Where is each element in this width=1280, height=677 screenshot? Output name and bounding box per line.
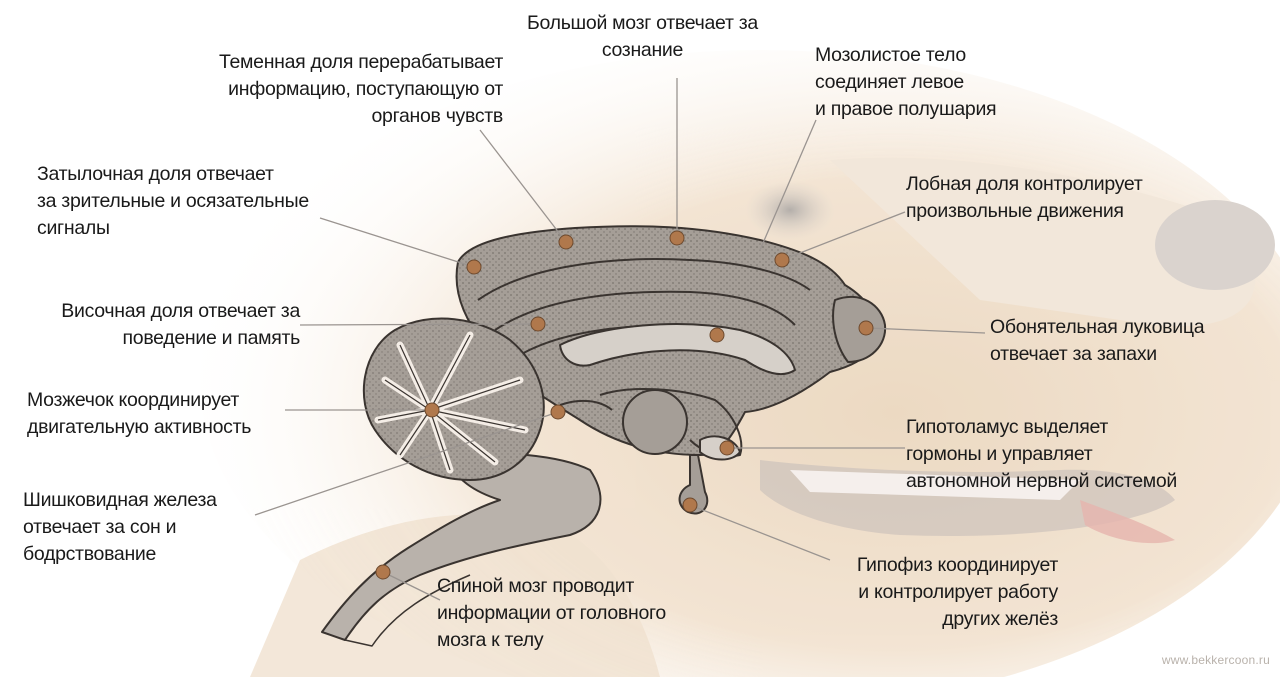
label-line: гормоны и управляет xyxy=(906,443,1093,465)
markers xyxy=(375,230,874,580)
label-line: Гипофиз координирует xyxy=(856,554,1058,576)
marker-hypothalamus xyxy=(719,440,735,456)
label-line: отвечает за запахи xyxy=(990,343,1157,365)
label-line: Лобная доля контролирует xyxy=(906,173,1143,195)
label-cerebrum: Большой мозг отвечает за сознание xyxy=(527,10,758,64)
watermark: www.bekkercoon.ru xyxy=(1161,653,1270,667)
leader-lines xyxy=(254,78,986,601)
marker-occipital xyxy=(466,259,482,275)
label-line: органов чувств xyxy=(371,105,503,127)
label-line: Большой мозг отвечает за xyxy=(527,12,758,34)
label-occipital: Затылочная доля отвечает за зрительные и… xyxy=(37,161,309,242)
marker-olfactory xyxy=(858,320,874,336)
corpus-callosum-shape xyxy=(559,323,796,376)
brain xyxy=(321,225,887,647)
label-line: Шишковидная железа xyxy=(23,489,217,511)
label-temporal: Височная доля отвечает за поведение и па… xyxy=(61,298,300,352)
marker-cerebellum xyxy=(424,402,440,418)
label-line: Теменная доля перерабатывает xyxy=(218,51,503,73)
marker-cerebrum xyxy=(669,230,685,246)
label-line: Гипотоламус выделяет xyxy=(906,416,1109,438)
label-parietal: Теменная доля перерабатывает информацию,… xyxy=(219,49,503,130)
label-line: двигательную активность xyxy=(27,416,252,438)
label-line: автономной нервной системой xyxy=(906,470,1178,492)
label-line: Мозолистое тело xyxy=(815,44,966,66)
label-line: и контролирует работу xyxy=(858,581,1058,603)
thalamus-shape xyxy=(622,389,688,455)
label-line: отвечает за сон и xyxy=(23,516,177,538)
label-line: информацию, поступающую от xyxy=(228,78,503,100)
leader-occipital xyxy=(319,217,475,268)
label-line: Затылочная доля отвечает xyxy=(37,163,274,185)
label-line: произвольные движения xyxy=(906,200,1124,222)
label-olfactory: Обонятельная луковица отвечает за запахи xyxy=(990,314,1205,368)
label-pituitary: Гипофиз координирует и контролирует рабо… xyxy=(857,552,1058,633)
label-line: поведение и память xyxy=(122,327,301,349)
label-line: соединяет левое xyxy=(815,71,964,93)
leader-spinal-cord xyxy=(382,571,441,601)
label-spinal-cord: Спиной мозг проводит информации от голов… xyxy=(437,573,666,654)
label-corpus-callosum: Мозолистое тело соединяет левое и правое… xyxy=(815,42,997,123)
label-line: Спиной мозг проводит xyxy=(437,575,634,597)
label-cerebellum: Мозжечок координирует двигательную актив… xyxy=(27,387,251,441)
label-line: информации от головного xyxy=(437,602,666,624)
marker-temporal xyxy=(530,316,546,332)
marker-cerebrum-inner xyxy=(709,327,725,343)
label-line: и правое полушария xyxy=(815,98,997,120)
label-pineal: Шишковидная железа отвечает за сон и бод… xyxy=(23,487,217,568)
leader-parietal xyxy=(479,129,567,243)
marker-spinal-cord xyxy=(375,564,391,580)
marker-pituitary xyxy=(682,497,698,513)
label-frontal: Лобная доля контролирует произвольные дв… xyxy=(906,171,1143,225)
spinal-cord-shape xyxy=(321,452,602,641)
leader-pineal xyxy=(254,411,559,516)
leader-temporal xyxy=(299,323,539,326)
label-line: Обонятельная луковица xyxy=(990,316,1205,338)
label-hypothalamus: Гипотоламус выделяет гормоны и управляет… xyxy=(906,414,1177,495)
leader-pituitary xyxy=(689,504,831,561)
label-line: бодрствование xyxy=(23,543,157,565)
label-line: мозга к телу xyxy=(437,629,544,651)
leader-frontal xyxy=(781,211,906,261)
leader-corpus-callosum xyxy=(759,119,817,251)
leader-olfactory xyxy=(867,327,986,334)
cerebellum-shape xyxy=(362,317,545,481)
marker-pineal xyxy=(550,404,566,420)
marker-parietal xyxy=(558,234,574,250)
label-line: Височная доля отвечает за xyxy=(61,300,300,322)
label-line: сознание xyxy=(601,39,684,61)
label-line: сигналы xyxy=(37,217,110,239)
marker-corpus-callosum xyxy=(774,252,790,268)
label-line: за зрительные и осязательные xyxy=(37,190,309,212)
label-line: Мозжечок координирует xyxy=(27,389,239,411)
label-line: других желёз xyxy=(942,608,1058,630)
